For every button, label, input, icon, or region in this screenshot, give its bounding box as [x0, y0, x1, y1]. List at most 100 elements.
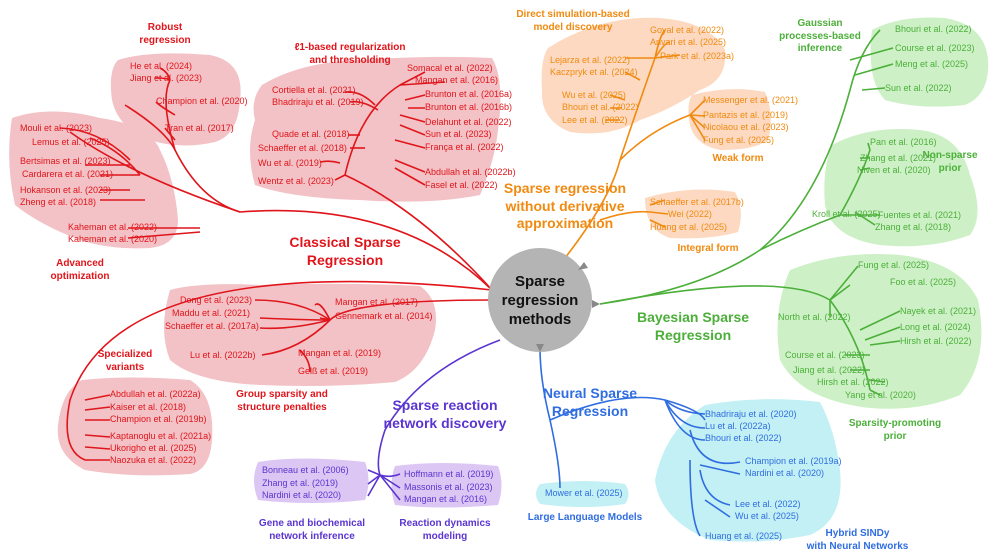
specialized-label-line-2: variants [105, 361, 145, 373]
l1-cluster-blob [250, 56, 501, 202]
group-label-line-1: Group sparsity and [236, 389, 328, 400]
gene-label: Gene and biochemical network inference [252, 518, 372, 543]
ref-item: França et al. (2022) [425, 142, 504, 152]
ref-item: Mangan et al. (2016) [404, 494, 488, 504]
nonsparse-label-line-2: prior [938, 162, 962, 174]
promoting-label-line-1: Sparsity-promoting [848, 418, 942, 429]
derivative-title-line-2: without derivative [505, 197, 625, 214]
ref-item: Brunton et al. (2016b) [425, 102, 513, 112]
direct-label-line-1: Direct simulation-based [516, 9, 630, 20]
ref-item: Champion et al. (2019b) [110, 414, 207, 424]
ref-item: Champion et al. (2019a) [745, 456, 842, 466]
dynamics-cluster-blob [391, 463, 502, 508]
ref-item: Schaeffer et al. (2017a) [165, 321, 259, 331]
neural-title-line-1: Neural Sparse [542, 385, 638, 401]
promoting-cluster-blob [777, 254, 982, 409]
ref-item: Hoffmann et al. (2019) [404, 469, 494, 479]
ref-item: Lu et al. (2022b) [190, 350, 256, 360]
ref-item: Bertsimas et al. (2023) [20, 156, 111, 166]
ref-item: Nardini et al. (2020) [262, 490, 342, 500]
l1-label: ℓ1-based regularization and thresholding [270, 42, 430, 67]
ref-item: Lemus et al. (2025) [32, 137, 110, 147]
center-line-3: methods [508, 310, 572, 328]
ref-item: Lee et al. (2022) [735, 499, 801, 509]
ref-item: Wu et al. (2025) [735, 511, 799, 521]
advanced-label: Advanced optimization [35, 258, 125, 283]
bayesian-title-line-2: Regression [654, 326, 732, 343]
ref-item: North et al. (2022) [778, 312, 851, 322]
ref-item: Niven et al. (2020) [857, 165, 931, 175]
ref-item: Course et al. (2023) [895, 43, 975, 53]
ref-item: Wentz et al. (2023) [258, 176, 334, 186]
reaction-title-line-1: Sparse reaction [392, 397, 498, 413]
promoting-label: Sparsity-promoting prior [840, 418, 950, 443]
specialized-label: Specialized variants [85, 349, 165, 374]
ref-item: Kroll et al. (2025) [812, 209, 881, 219]
ref-item: Kaptanoglu et al. (2021a) [110, 431, 212, 441]
l1-label-line-2: and thresholding [309, 54, 391, 66]
specialized-label-line-1: Specialized [97, 349, 153, 360]
ref-item: Delahunt et al. (2022) [425, 117, 512, 127]
ref-item: Meng et al. (2025) [895, 59, 969, 69]
ref-item: Jiang et al. (2023) [130, 73, 203, 83]
ref-item: Quade et al. (2018) [272, 129, 350, 139]
ref-item: Kaheman et al. (2022) [68, 222, 158, 232]
derivative-title-line-1: Sparse regression [503, 180, 627, 196]
ref-item: Naozuka et al. (2022) [110, 455, 197, 465]
dynamics-label: Reaction dynamics modeling [395, 518, 495, 543]
ref-item: Schaeffer et al. (2017b) [650, 197, 744, 207]
integral-label: Integral form [677, 243, 739, 254]
ref-item: Nayek et al. (2021) [900, 306, 977, 316]
robust-label: Robust regression [130, 22, 200, 47]
ref-item: Pantazis et al. (2019) [703, 110, 789, 120]
ref-item: Mouli et al. (2023) [20, 123, 93, 133]
gene-cluster-blob [254, 458, 369, 503]
ref-item: Ukorigho et al. (2025) [110, 443, 197, 453]
ref-item: Zhang et al. (2021) [860, 153, 937, 163]
ref-item: Zhang et al. (2019) [262, 478, 339, 488]
ref-item: Mower et al. (2025) [545, 488, 623, 498]
ref-item: Yang et al. (2020) [845, 390, 916, 400]
ref-item: Abdullah et al. (2022a) [110, 389, 201, 399]
group-cluster-blob [164, 283, 436, 386]
specialized-cluster-blob [57, 377, 213, 476]
ref-item: Lu et al. (2022a) [705, 421, 771, 431]
center-line-2: regression [501, 291, 579, 309]
ref-item: Tran et al. (2017) [165, 123, 234, 133]
robust-label-line-1: Robust [147, 22, 183, 33]
ref-item: Bhouri et al. (2022) [705, 433, 782, 443]
ref-item: Anvari et al. (2025) [650, 37, 727, 47]
bayesian-title: Bayesian Sparse Regression [628, 309, 758, 344]
ref-item: Somacal et al. (2022) [407, 63, 493, 73]
ref-item: Bonneau et al. (2006) [262, 465, 349, 475]
ref-item: Nicolaou et al. (2023) [703, 122, 789, 132]
ref-item: Lee et al. (2022) [562, 115, 628, 125]
ref-item: Schaeffer et al. (2018) [258, 143, 347, 153]
advanced-label-line-2: optimization [50, 270, 110, 282]
ref-item: Huang et al. (2025) [650, 222, 728, 232]
gaussian-label-line-3: inference [797, 43, 843, 54]
ref-item: Wei (2022) [668, 209, 712, 219]
ref-item: Hokanson et al. (2023) [20, 185, 112, 195]
integral-cluster-blob [645, 189, 741, 239]
ref-item: Kaheman et al. (2020) [68, 234, 158, 244]
nonsparse-label-line-1: Non-sparse [922, 150, 978, 161]
group-label: Group sparsity and structure penalties [222, 389, 342, 414]
ref-item: Kaiser et al. (2018) [110, 402, 187, 412]
ref-item: Cortiella et al. (2021) [272, 85, 356, 95]
l1-label-line-1: ℓ1-based regularization [294, 42, 406, 53]
ref-item: Zheng et al. (2018) [20, 197, 97, 207]
classical-title-line-2: Regression [306, 251, 384, 268]
gaussian-label-line-2: processes-based [779, 30, 861, 42]
ref-item: Gennemark et al. (2014) [335, 311, 433, 321]
ref-item: Wu et al. (2025) [562, 90, 626, 100]
hybrid-label-line-2: with Neural Networks [806, 540, 909, 552]
gene-label-line-1: Gene and biochemical [258, 518, 366, 529]
center-line-1: Sparse [514, 273, 566, 290]
ref-item: Bhouri et al. (2022) [895, 24, 972, 34]
ref-item: Fasel et al. (2022) [425, 180, 498, 190]
ref-item: Dong et al. (2023) [180, 295, 253, 305]
ref-item: Massonis et al. (2023) [404, 482, 493, 492]
ref-item: Brunton et al. (2016a) [425, 89, 513, 99]
ref-item: Goyal et al. (2022) [650, 25, 725, 35]
